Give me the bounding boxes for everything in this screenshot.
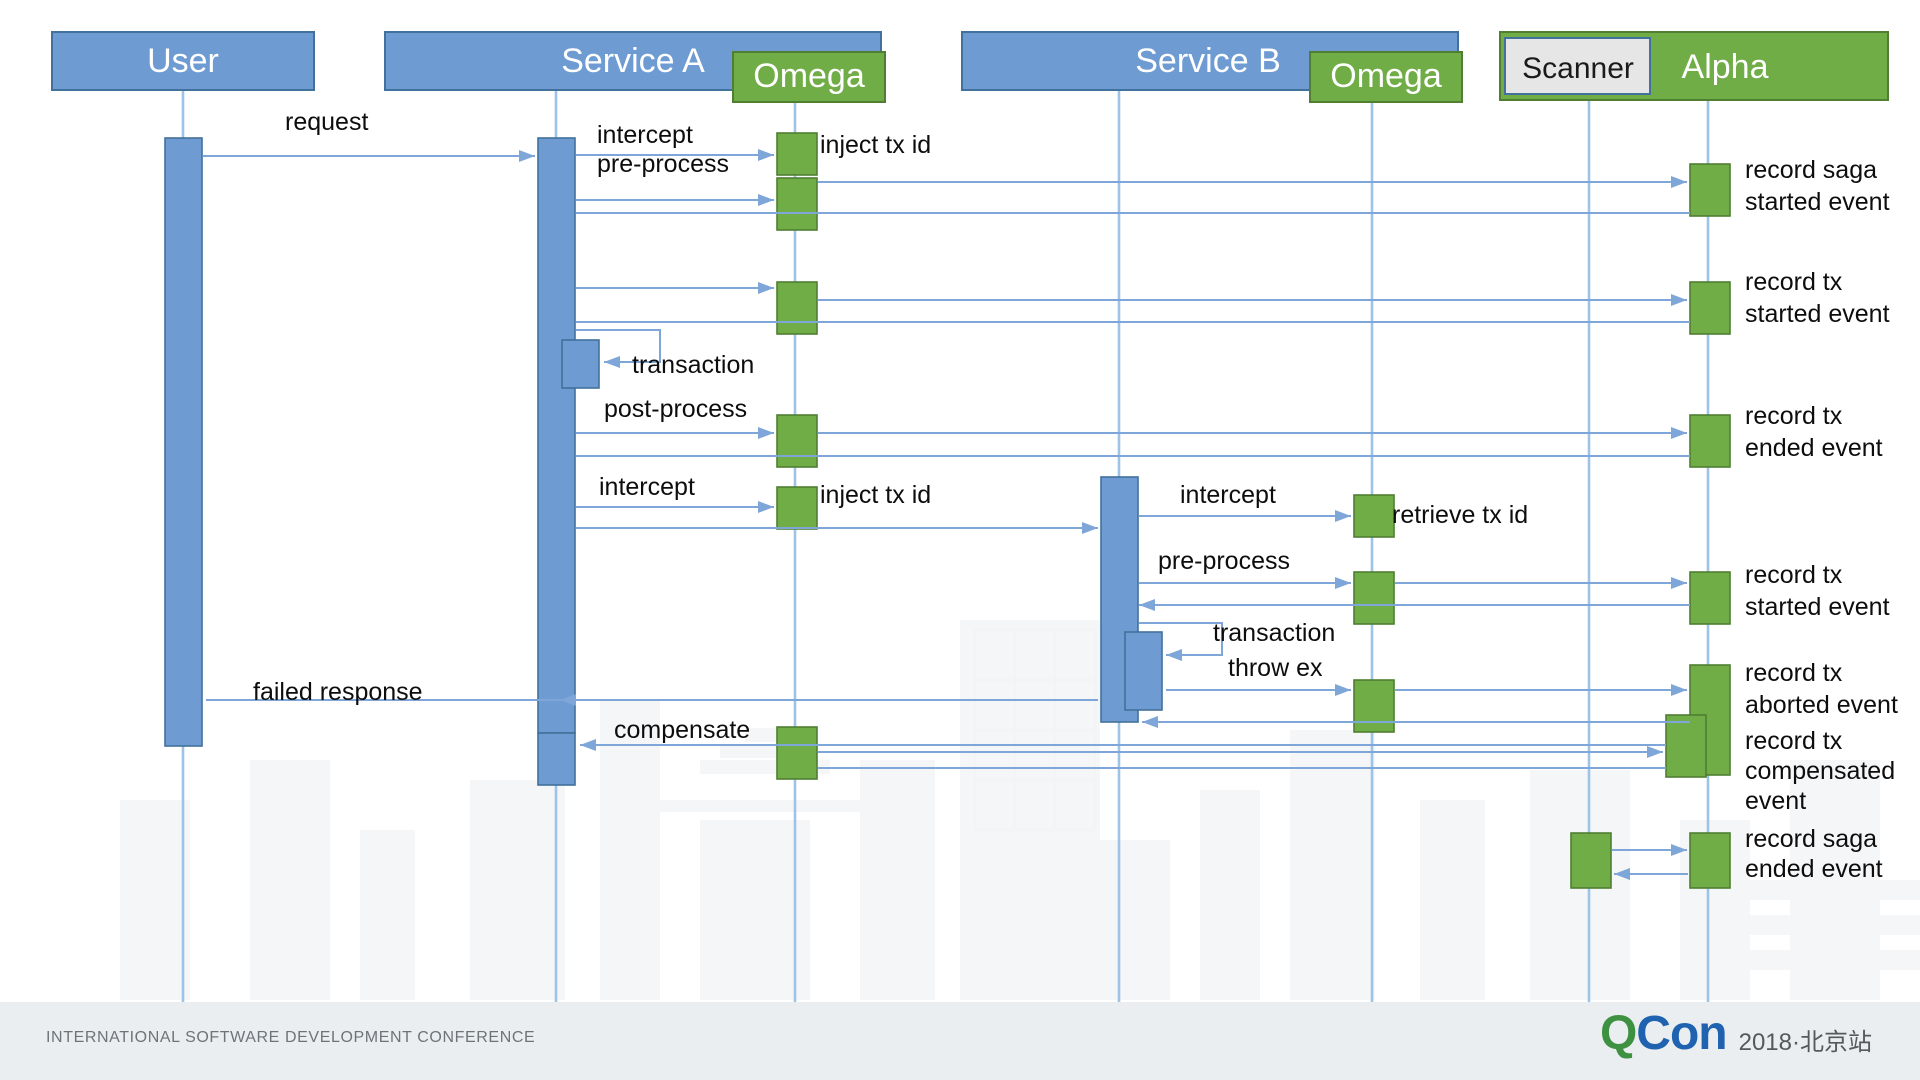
activation-alpha-tx-started-2 (1689, 571, 1731, 625)
activation-user (164, 137, 203, 747)
activation-service-a-transaction (561, 339, 600, 389)
event-tx-aborted-line1: record tx (1745, 659, 1843, 687)
event-tx-ended-line1: record tx (1745, 402, 1843, 430)
activation-service-b-transaction (1124, 631, 1163, 711)
event-tx-started-1: record tx started event (1745, 268, 1890, 328)
participant-user-label: User (147, 42, 219, 80)
event-tx-ended-line2: ended event (1745, 434, 1883, 462)
participant-user[interactable]: User (51, 31, 315, 91)
participant-service-b[interactable]: Service B (961, 31, 1459, 91)
activation-alpha-tx-compensated (1665, 714, 1707, 778)
label-intercept-1: intercept (597, 121, 693, 149)
event-tx-aborted-line2: aborted event (1745, 691, 1898, 719)
label-transaction-a: transaction (632, 351, 754, 379)
participant-scanner[interactable]: Scanner (1504, 37, 1651, 95)
event-tx-ended: record tx ended event (1745, 402, 1883, 462)
activation-omega-b-preprocess (1353, 571, 1395, 625)
activation-omega-b-intercept (1353, 494, 1395, 538)
activation-alpha-saga-ended (1689, 832, 1731, 889)
label-intercept-3: intercept (1180, 481, 1276, 509)
event-saga-started-line2: started event (1745, 188, 1890, 216)
participant-alpha-label: Alpha (1682, 48, 1769, 86)
label-transaction-b: transaction (1213, 619, 1335, 647)
participant-omega-a[interactable]: Omega (732, 51, 886, 103)
event-saga-ended: record saga ended event (1745, 825, 1883, 883)
event-saga-ended-line2: ended event (1745, 855, 1883, 883)
label-throw-ex: throw ex (1228, 654, 1323, 682)
activation-omega-a-intercept-1 (776, 132, 818, 176)
activation-alpha-tx-started-1 (1689, 281, 1731, 335)
qcon-logo: QCon (1599, 1007, 1728, 1060)
message-labels: request intercept pre-process inject tx … (253, 108, 1528, 744)
participant-scanner-label: Scanner (1522, 52, 1634, 85)
activation-omega-a-preprocess (776, 177, 818, 231)
label-pre-process-1: pre-process (597, 150, 729, 178)
participant-service-a-label: Service A (561, 42, 705, 80)
activation-alpha-saga-started (1689, 163, 1731, 217)
activation-alpha-tx-ended (1689, 414, 1731, 468)
event-tx-compensated: record tx compensated event (1745, 727, 1895, 815)
participant-omega-b-label: Omega (1330, 57, 1442, 95)
qcon-logo-con: Con (1636, 1007, 1727, 1060)
activation-omega-a-postprocess (776, 414, 818, 468)
qcon-edition: 2018·北京站 (1738, 1028, 1872, 1056)
activation-omega-a-tx-started (776, 281, 818, 335)
activation-service-a (537, 137, 576, 734)
qcon-logo-q: Q (1599, 1007, 1637, 1060)
event-tx-compensated-line2: compensated (1745, 757, 1895, 785)
label-inject-tx-id-2: inject tx id (820, 481, 931, 509)
qcon-branding: QCon 2018·北京站 (1600, 1010, 1872, 1058)
event-tx-started-2: record tx started event (1745, 561, 1890, 621)
event-saga-ended-line1: record saga (1745, 825, 1877, 853)
activation-service-a-compensate (537, 732, 576, 786)
label-post-process: post-process (604, 395, 747, 423)
event-tx-started-1-line1: record tx (1745, 268, 1843, 296)
footer-tagline: INTERNATIONAL SOFTWARE DEVELOPMENT CONFE… (46, 1029, 536, 1046)
label-intercept-2: intercept (599, 473, 695, 501)
arrow-transaction-b (1139, 622, 1223, 661)
label-compensate: compensate (614, 716, 750, 744)
event-labels: record saga started event record tx star… (1745, 156, 1898, 883)
activation-omega-a-intercept-2 (776, 486, 818, 530)
event-tx-started-2-line1: record tx (1745, 561, 1843, 589)
label-pre-process-2: pre-process (1158, 547, 1290, 575)
event-saga-started-line1: record saga (1745, 156, 1877, 184)
label-inject-tx-id-1: inject tx id (820, 131, 931, 159)
activation-omega-b-throw-ex (1353, 679, 1395, 733)
activation-omega-a-compensate (776, 726, 818, 780)
event-tx-started-1-line2: started event (1745, 300, 1890, 328)
participant-omega-b[interactable]: Omega (1309, 51, 1463, 103)
label-failed-response: failed response (253, 678, 423, 706)
label-retrieve-tx-id: retrieve tx id (1392, 501, 1528, 529)
event-tx-compensated-line3: event (1745, 787, 1806, 815)
message-arrows (203, 149, 1690, 880)
participant-omega-a-label: Omega (753, 57, 865, 95)
arrow-transaction-a (576, 329, 661, 368)
event-tx-started-2-line2: started event (1745, 593, 1890, 621)
event-tx-compensated-line1: record tx (1745, 727, 1843, 755)
activation-scanner-saga-ended (1570, 832, 1612, 889)
event-saga-started: record saga started event (1745, 156, 1890, 216)
activation-bars (164, 132, 1731, 889)
slide-footer: INTERNATIONAL SOFTWARE DEVELOPMENT CONFE… (0, 1002, 1920, 1080)
participant-service-b-label: Service B (1135, 42, 1281, 80)
label-request: request (285, 108, 368, 136)
event-tx-aborted: record tx aborted event (1745, 659, 1898, 719)
